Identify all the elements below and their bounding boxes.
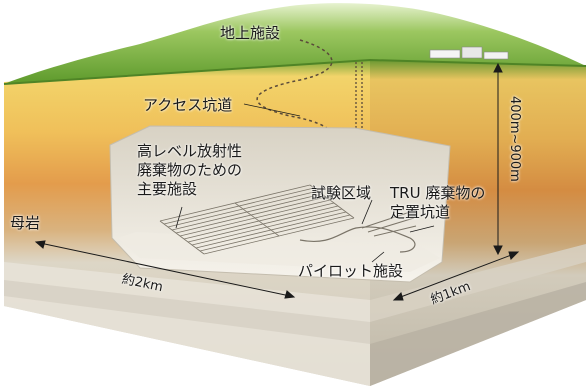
tru-tunnel [361,211,417,237]
length-dimension-arrow [392,251,520,301]
tru-disposal-tunnel-label: TRU 廃棄物の 定置坑道 [390,184,485,222]
pilot-facility-label: パイロット施設 [298,262,404,280]
grass-surface [4,3,586,84]
hlw-label-line: 廃棄物のための [137,161,243,179]
hlw-disposal-panel [159,184,355,255]
access-tunnel-label: アクセス坑道 [143,96,233,114]
depth-range-label: 400m~900m [507,96,522,182]
bedrock-band [370,244,586,322]
hlw-label-line: 主要施設 [137,180,198,198]
bedrock-band [370,282,586,386]
connecting-tunnel [299,226,416,253]
leader-lines [175,103,435,263]
test-area-label: 試験区域 [311,184,372,202]
hlw-main-facility-label: 高レベル放射性 廃棄物のための 主要施設 [137,142,242,199]
depth-dimension-arrow [493,62,503,256]
grass-edge [3,58,586,85]
surface-facility-buildings [429,46,509,60]
tru-label-line: TRU 廃棄物の [390,184,486,202]
surface-facility-label: 地上施設 [220,24,281,42]
hlw-label-line: 高レベル放射性 [137,142,243,160]
cavity-floor [118,232,440,272]
tru-label-line: 定置坑道 [390,203,451,221]
bedrock-band [4,280,370,344]
host-rock-label: 母岩 [10,214,41,232]
width-dimension-arrow [34,240,296,299]
